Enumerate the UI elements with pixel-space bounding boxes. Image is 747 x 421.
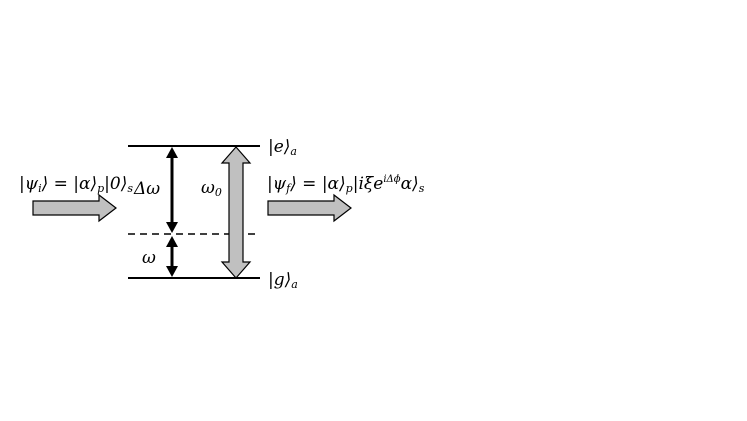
ground-state-label: |g⟩a — [268, 270, 298, 291]
input-block-arrow — [32, 193, 117, 223]
excited-state-label: |e⟩a — [268, 137, 297, 158]
transition-frequency-label: ω0 — [201, 178, 222, 199]
detuning-arrow — [166, 147, 178, 233]
input-state-label: |ψi⟩ = |α⟩p|0⟩s — [19, 174, 134, 195]
omega-arrow — [166, 236, 178, 277]
detuning-label: Δω — [134, 179, 161, 199]
transition-block-arrow — [220, 146, 252, 279]
omega-label: ω — [142, 248, 156, 268]
output-block-arrow — [267, 193, 352, 223]
output-state-label: |ψf⟩ = |α⟩p|iξeiΔϕα⟩s — [267, 174, 425, 195]
